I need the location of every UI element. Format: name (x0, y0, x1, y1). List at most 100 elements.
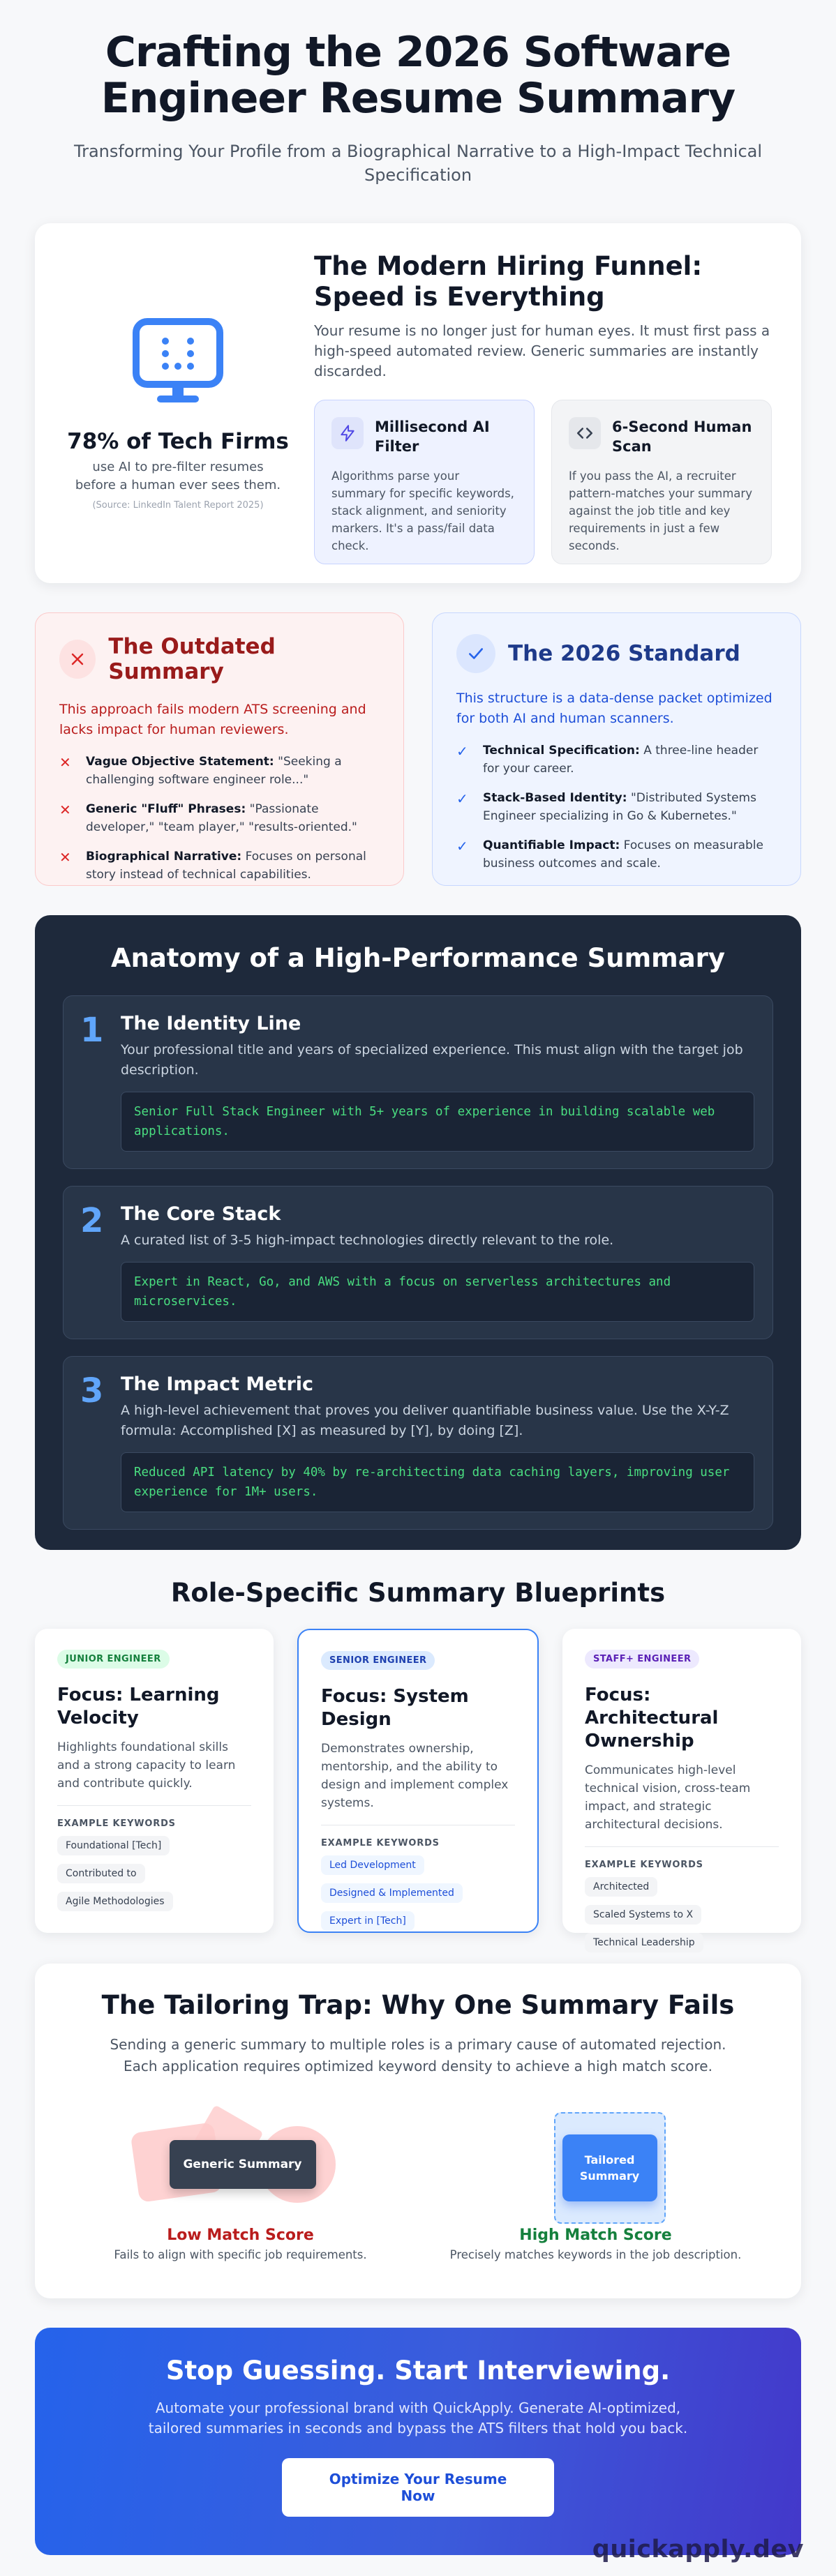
keyword-chip: Architected (585, 1877, 658, 1897)
divider (57, 1805, 251, 1806)
list-item: ✓ Stack-Based Identity: "Distributed Sys… (456, 790, 756, 823)
optimize-resume-button[interactable]: Optimize Your Resume Now (282, 2458, 554, 2517)
generic-summary-card: Generic Summary (169, 2140, 316, 2189)
keywords-label: EXAMPLE KEYWORDS (57, 1818, 176, 1829)
tailored-summary-card: Tailored Summary (562, 2134, 657, 2201)
check-icon (456, 634, 495, 673)
funnel-title: The Modern Hiring Funnel: Speed is Every… (314, 251, 703, 312)
anatomy-step: 3 The Impact Metric A high-level achieve… (63, 1356, 773, 1530)
keyword-chip: Expert in [Tech] (321, 1911, 415, 1931)
ai-filter-card: Millisecond AI Filter Algorithms parse y… (314, 400, 535, 564)
check-icon: ✓ (456, 838, 468, 854)
close-icon: ✕ (59, 801, 71, 818)
comparison-section: The Outdated Summary This approach fails… (35, 612, 801, 886)
list-item: ✓ Technical Specification: A three-line … (456, 743, 759, 776)
code-brackets-icon (569, 417, 601, 449)
low-score-title: Low Match Score (167, 2227, 314, 2244)
step-number: 3 (80, 1371, 104, 1410)
high-score-desc: Precisely matches keywords in the job de… (449, 2248, 742, 2261)
human-scan-text: If you pass the AI, a recruiter pattern-… (569, 469, 752, 552)
stat-description: use AI to pre-filter resumes before a hu… (75, 460, 281, 492)
close-icon: ✕ (59, 754, 71, 771)
keyword-chip: Agile Methodologies (57, 1892, 173, 1911)
blueprint-card-junior: JUNIOR ENGINEER Focus: Learning Velocity… (35, 1629, 274, 1933)
keywords-label: EXAMPLE KEYWORDS (585, 1860, 703, 1870)
blueprints-section: JUNIOR ENGINEER Focus: Learning Velocity… (35, 1629, 801, 1952)
close-icon (59, 640, 96, 679)
keywords-label: EXAMPLE KEYWORDS (321, 1838, 440, 1848)
step-number: 2 (80, 1201, 104, 1240)
human-scan-title: 6-Second Human Scan (612, 419, 752, 455)
list-item: ✕ Biographical Narrative: Focuses on per… (59, 849, 366, 882)
generic-illustration: Generic Summary (122, 2091, 359, 2217)
step-title: The Impact Metric (121, 1373, 314, 1395)
anatomy-step: 2 The Core Stack A curated list of 3-5 h… (63, 1186, 773, 1339)
funnel-lead: Your resume is no longer just for human … (314, 322, 770, 379)
keyword-chip: Scaled Systems to X (585, 1905, 702, 1925)
anatomy-step: 1 The Identity Line Your professional ti… (63, 995, 773, 1169)
code-example: Senior Full Stack Engineer with 5+ years… (121, 1092, 754, 1152)
stat-headline: 78% of Tech Firms (67, 429, 289, 454)
step-description: A high-level achievement that proves you… (121, 1403, 729, 1438)
tailored-column: Tailored Summary High Match Score Precis… (418, 2091, 773, 2261)
role-badge: JUNIOR ENGINEER (57, 1650, 170, 1669)
cta-lead: Automate your professional brand with Qu… (148, 2400, 688, 2436)
step-title: The Core Stack (121, 1203, 281, 1225)
outdated-lead: This approach fails modern ATS screening… (59, 702, 366, 737)
cta-title: Stop Guessing. Start Interviewing. (165, 2356, 671, 2386)
keyword-chip: Designed & Implemented (321, 1883, 463, 1903)
step-title: The Identity Line (121, 1013, 301, 1034)
anatomy-title: Anatomy of a High-Performance Summary (110, 943, 726, 973)
keyword-chips: Led Development Designed & Implemented E… (321, 1855, 515, 1931)
keyword-chip: Foundational [Tech] (57, 1836, 170, 1855)
blueprint-heading: Focus: Learning Velocity (57, 1685, 220, 1728)
trap-title: The Tailoring Trap: Why One Summary Fail… (101, 1990, 735, 2020)
code-example: Expert in React, Go, and AWS with a focu… (121, 1262, 754, 1322)
funnel-cards: Millisecond AI Filter Algorithms parse y… (314, 400, 772, 564)
low-score-desc: Fails to align with specific job require… (114, 2248, 367, 2261)
generic-column: Generic Summary Low Match Score Fails to… (63, 2091, 418, 2261)
role-badge: SENIOR ENGINEER (321, 1651, 435, 1670)
keyword-chip: Led Development (321, 1855, 424, 1875)
cta-section: Stop Guessing. Start Interviewing. Autom… (35, 2328, 803, 2563)
stat-panel: 78% of Tech Firms use AI to pre-filter r… (63, 251, 293, 555)
hiring-funnel-section: 78% of Tech Firms use AI to pre-filter r… (35, 223, 801, 583)
standard-title: The 2026 Standard (508, 641, 740, 666)
tailored-illustration: Tailored Summary (477, 2091, 715, 2224)
page-title: Crafting the 2026 Software Engineer Resu… (100, 28, 736, 123)
standard-summary-card: The 2026 Standard This structure is a da… (432, 612, 801, 886)
code-example: Reduced API latency by 40% by re-archite… (121, 1452, 754, 1512)
blueprint-card-senior: SENIOR ENGINEER Focus: System Design Dem… (297, 1629, 539, 1933)
trap-lead: Sending a generic summary to multiple ro… (110, 2036, 726, 2074)
blueprint-description: Highlights foundational skills and a str… (57, 1740, 236, 1791)
keyword-chip: Contributed to (57, 1864, 145, 1883)
blueprint-description: Demonstrates ownership, mentorship, and … (321, 1742, 509, 1810)
keyword-chips: Foundational [Tech] Contributed to Agile… (57, 1836, 251, 1911)
high-score-title: High Match Score (519, 2227, 672, 2244)
lightning-icon (331, 417, 364, 449)
blueprint-heading: Focus: System Design (321, 1686, 469, 1730)
monitor-dots-icon (133, 318, 223, 402)
hero: Crafting the 2026 Software Engineer Resu… (35, 0, 801, 187)
blueprint-card-staff: STAFF+ ENGINEER Focus: Architectural Own… (562, 1629, 801, 1952)
list-item: ✓ Quantifiable Impact: Focuses on measur… (456, 838, 763, 871)
divider (585, 1846, 779, 1847)
outdated-summary-card: The Outdated Summary This approach fails… (35, 612, 404, 886)
blueprint-description: Communicates high-level technical vision… (585, 1763, 751, 1832)
anatomy-section: Anatomy of a High-Performance Summary 1 … (35, 915, 801, 1550)
stat-source: (Source: LinkedIn Talent Report 2025) (92, 500, 264, 511)
funnel-content: The Modern Hiring Funnel: Speed is Every… (293, 251, 772, 564)
blueprints-title: Role-Specific Summary Blueprints (170, 1578, 666, 1608)
site-watermark: quickapply.dev (592, 2536, 804, 2563)
ai-filter-text: Algorithms parse your summary for specif… (331, 469, 514, 552)
keyword-chips: Architected Scaled Systems to X Technica… (585, 1877, 779, 1952)
outdated-list: ✕ Vague Objective Statement: "Seeking a … (59, 753, 380, 884)
step-number: 1 (80, 1011, 104, 1050)
step-description: Your professional title and years of spe… (121, 1042, 743, 1078)
keyword-chip: Technical Leadership (585, 1933, 703, 1952)
human-scan-card: 6-Second Human Scan If you pass the AI, … (551, 400, 772, 564)
list-item: ✕ Generic "Fluff" Phrases: "Passionate d… (59, 801, 357, 834)
standard-list: ✓ Technical Specification: A three-line … (456, 741, 777, 873)
check-icon: ✓ (456, 790, 468, 807)
